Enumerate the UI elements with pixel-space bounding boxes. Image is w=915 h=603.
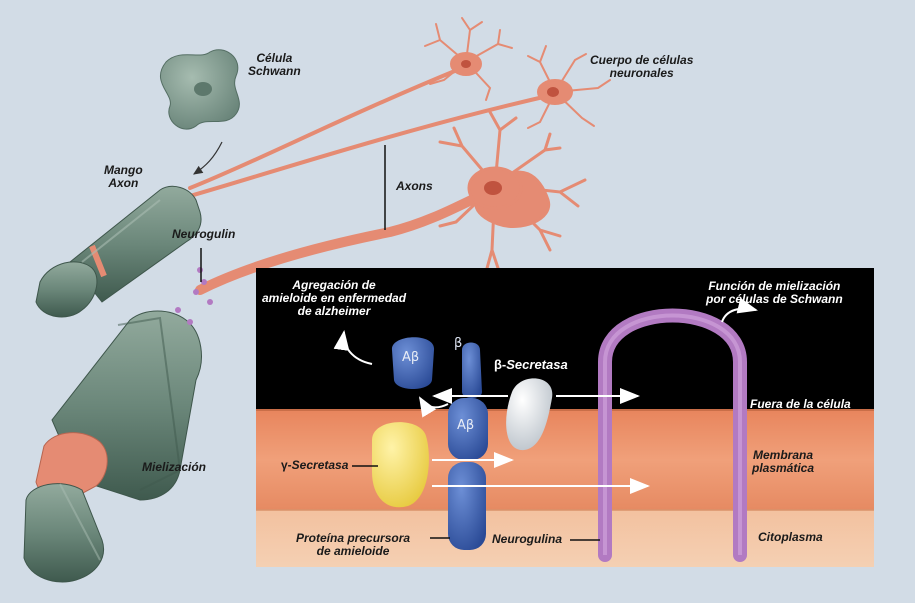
neuron-large [438, 110, 587, 276]
cytoplasm-region [256, 510, 874, 567]
gamma-symbol: γ- [281, 458, 292, 472]
beta-fragment-label: β [454, 336, 463, 351]
label-beta-secretase: β-Secretasa [494, 358, 568, 371]
myelinated-axon [23, 310, 202, 583]
abeta-top-label: Aβ [402, 350, 420, 365]
white-arrows [333, 297, 758, 494]
label-neurogulina: Neurogulina [492, 532, 563, 546]
label-outside-cell: Fuera de la célula [750, 397, 851, 411]
axon-handle [35, 185, 202, 318]
beta-fragment [462, 342, 482, 398]
schwann-arrow [193, 141, 223, 175]
neuron-small-1 [424, 17, 513, 101]
gamma-secretase-text: Secretasa [291, 458, 349, 472]
abeta-aggregate [391, 337, 435, 389]
label-gamma-secretase: γ-Secretasa [281, 459, 348, 472]
beta-secretase-text: Secretasa [506, 357, 568, 372]
abeta-membrane-label: Aβ [457, 418, 475, 433]
neuregulin-dots [175, 267, 213, 325]
schwann-cell [160, 49, 240, 130]
plasma-membrane-region [256, 410, 874, 510]
membrane-inset [256, 268, 874, 567]
axons [188, 66, 554, 295]
schwann-nucleus [194, 82, 212, 96]
neuron-small-2 [527, 45, 611, 129]
abeta-membrane [448, 398, 488, 460]
gamma-secretase [372, 422, 429, 508]
label-cytoplasm: Citoplasma [758, 530, 823, 544]
app-protein [448, 462, 486, 550]
label-neurogulin: Neurogulin [172, 227, 236, 241]
inset-leaders [352, 465, 600, 541]
beta-symbol: β- [494, 357, 507, 372]
beta-secretase [506, 378, 553, 451]
label-myelination: Mielización [142, 460, 207, 474]
outside-cell-region [256, 268, 874, 410]
leader-lines [200, 145, 386, 282]
label-axons: Axons [396, 179, 433, 193]
